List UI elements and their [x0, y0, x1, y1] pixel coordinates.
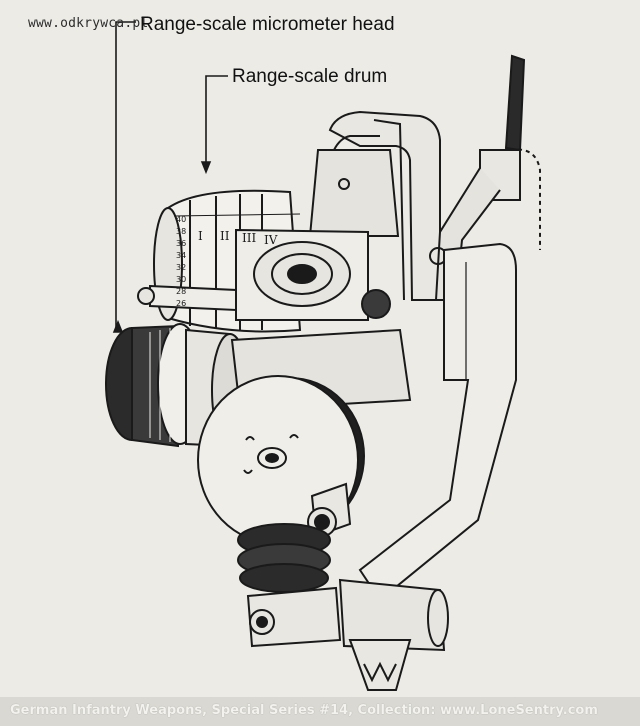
drum-scale-number: 36	[176, 239, 186, 248]
micrometer-head-leader	[115, 21, 136, 330]
upper-bracket	[308, 110, 441, 301]
mounting-arm	[338, 242, 517, 691]
drum-scale-number: 26	[176, 299, 186, 308]
leader-lines	[112, 21, 228, 333]
drum-roman-numeral: II	[220, 229, 230, 243]
drum-scale-number: 30	[176, 275, 186, 284]
lower-assembly	[237, 523, 342, 648]
drum-scale-number: 40	[176, 215, 186, 224]
label-range-scale-drum: Range-scale drum	[232, 66, 388, 87]
drum-roman-numeral: III	[242, 231, 256, 245]
drum-leader	[205, 75, 228, 168]
drum-roman-numeral: IV	[264, 233, 278, 247]
central-body	[137, 228, 412, 412]
watermark-top: www.odkrywca.pl	[28, 16, 149, 31]
drum-scale-number: 38	[176, 227, 186, 236]
drum-roman-numeral: I	[198, 229, 203, 243]
drum-scale-number: 32	[176, 263, 186, 272]
label-micrometer-head: Range-scale micrometer head	[140, 14, 395, 35]
footer-caption: German Infantry Weapons, Special Series …	[10, 703, 598, 718]
drum-scale-number: 34	[176, 251, 186, 260]
drum-scale-number: 28	[176, 287, 186, 296]
footer-bar	[0, 697, 640, 726]
handwheel	[197, 375, 365, 545]
